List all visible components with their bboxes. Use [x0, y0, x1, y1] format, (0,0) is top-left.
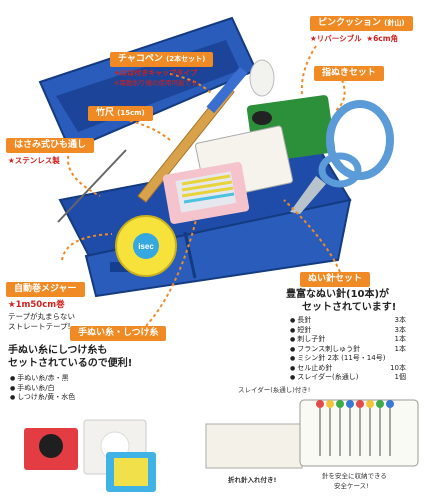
tape-brand: isec	[138, 242, 154, 251]
needles-headline-1: 豊富なぬい針(10本)が	[286, 289, 390, 300]
needles-headline-2: セットされています!	[302, 302, 397, 313]
chalk-pen	[206, 66, 248, 114]
box-latch	[110, 262, 132, 272]
label-ruler: 竹尺 (15cm)	[88, 106, 153, 121]
threader-note: スレイダー(糸通し)付き!	[238, 386, 311, 394]
thread-list: 手ぬい糸/赤・黒 手ぬい糸/白 しつけ糸/黄・水色	[10, 374, 75, 403]
measure-note-1: テープが丸まらない	[8, 312, 76, 321]
case-note-1: 針を安全に収納できる	[322, 472, 387, 480]
label-chacopen: チャコペン (2本セット)	[110, 52, 214, 67]
needle-pack	[205, 423, 303, 469]
measure-note-2: ストレートテープ!	[8, 322, 71, 331]
pincushion-features: ★リバーシブル ★6cm角	[310, 34, 399, 43]
threader-clip	[57, 149, 127, 223]
threader-clip-feature: ★ステンレス製	[8, 156, 60, 165]
label-needles: ぬい針セット	[300, 272, 371, 287]
chacopen-note-2: ※電動削り機の使用可能です。	[114, 79, 204, 87]
case-note-2: 安全ケース!	[334, 482, 369, 490]
chacopen-note-1: ★はは付きキャップタイプ	[114, 69, 198, 77]
bamboo-ruler	[137, 85, 235, 203]
label-measure: 自動巻メジャー	[6, 282, 85, 297]
needle-item: ミシン針 2本 (11号・14号)	[290, 354, 406, 364]
label-thimble: 指ぬきセット	[314, 66, 384, 81]
thread-headline-2: セットされているので便利!	[8, 358, 133, 369]
thread-item: しつけ糸/黄・水色	[10, 393, 75, 403]
measure-feature: ★1m50cm巻	[8, 300, 65, 310]
thread-headline-1: 手ぬい糸にしつけ糸も	[8, 345, 108, 356]
pin-cover-note: 折れ針入れ付き!	[228, 476, 277, 484]
thimble	[252, 111, 272, 125]
label-pincushion: ピンクッション (針山)	[310, 16, 413, 31]
chalk-pen-cap	[249, 59, 275, 97]
label-threader-clip: はさみ式ひも通し	[6, 138, 95, 153]
thread-item: 手ぬい糸/白	[10, 384, 75, 394]
needle-item: スレイダー(糸通し)1個	[290, 373, 406, 383]
needle-safety-case	[299, 399, 419, 467]
thread-item: 手ぬい糸/赤・黒	[10, 374, 75, 384]
label-thread: 手ぬい糸・しつけ糸	[70, 326, 167, 341]
